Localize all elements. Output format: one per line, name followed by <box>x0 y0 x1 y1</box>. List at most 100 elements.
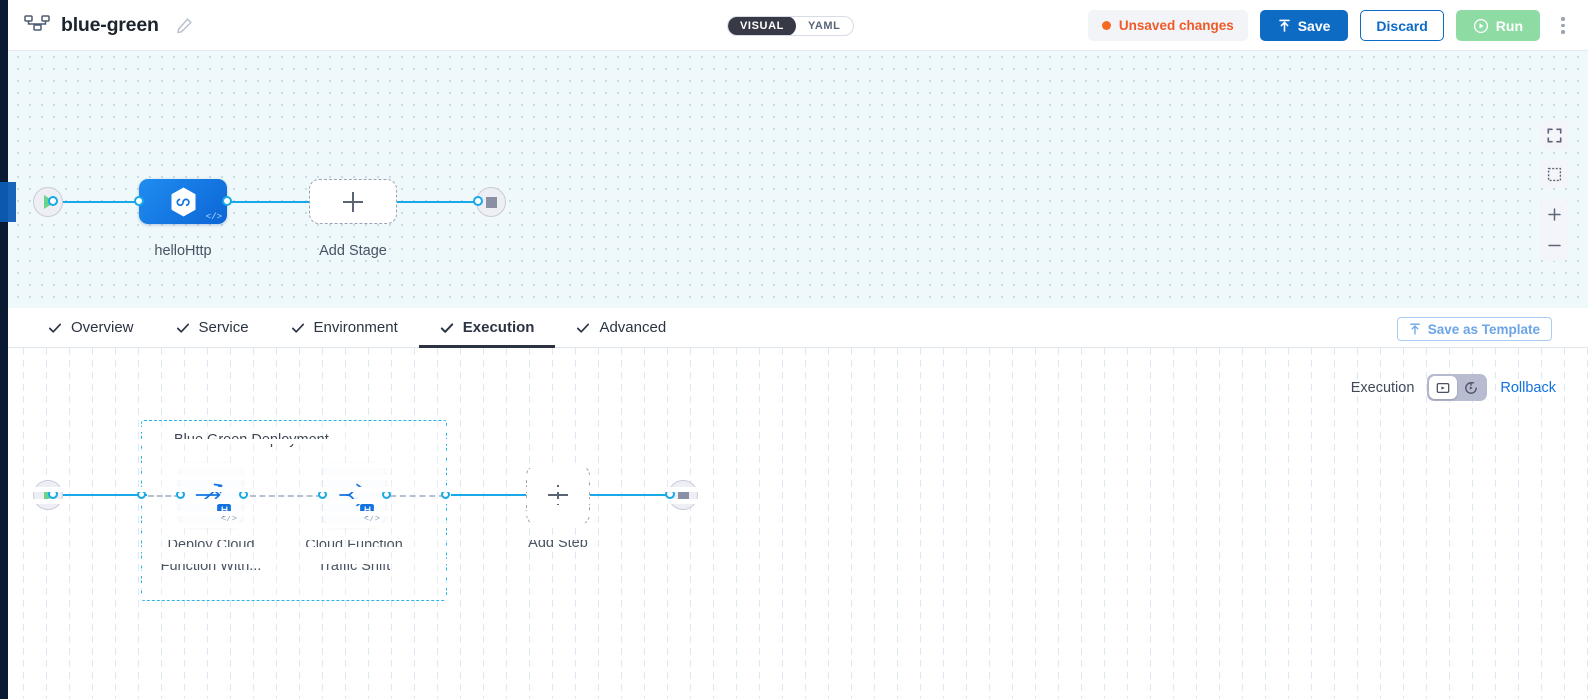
upload-icon <box>1278 19 1291 32</box>
discard-button[interactable]: Discard <box>1360 10 1444 41</box>
code-badge-icon: </> <box>363 514 380 524</box>
step-label-deploy-cloud-function: Deploy Cloud Function With... <box>160 537 262 574</box>
canvas-controls <box>1540 121 1568 261</box>
view-mode-toggle[interactable]: VISUAL YAML <box>727 16 854 36</box>
deploy-cloud-function-icon <box>194 480 228 510</box>
edge-addstage-to-end <box>392 201 482 204</box>
check-icon <box>48 321 62 335</box>
add-step-label: Add Step <box>528 535 588 551</box>
code-badge-icon: </> <box>205 212 222 222</box>
rollback-view-icon[interactable] <box>1457 376 1485 399</box>
stage-label-hellohttp: helloHttp <box>154 243 212 259</box>
check-icon <box>176 321 190 335</box>
discard-button-label: Discard <box>1376 17 1428 34</box>
view-mode-visual[interactable]: VISUAL <box>728 17 796 35</box>
add-step-button[interactable] <box>526 464 590 526</box>
tab-overview-label: Overview <box>71 319 134 336</box>
save-as-template-button[interactable]: Save as Template <box>1396 317 1552 341</box>
execution-step-canvas[interactable]: Blue Green Deployment <box>0 348 1588 699</box>
zoom-to-selection-icon[interactable] <box>1540 160 1568 188</box>
edge-group-to-step1 <box>148 495 180 497</box>
tab-advanced[interactable]: Advanced <box>555 308 687 348</box>
edge-step1-to-step2 <box>250 495 322 497</box>
stage-output-port[interactable] <box>222 196 232 206</box>
pencil-icon[interactable] <box>170 17 193 34</box>
edge-group-to-addstep <box>451 494 526 497</box>
group-output-port[interactable] <box>441 490 450 499</box>
execution-end-port[interactable] <box>665 489 675 499</box>
config-tab-bar: Overview Service Environment Execution <box>0 308 1588 348</box>
plugin-hexagon-icon <box>360 501 374 517</box>
left-nav-rail <box>0 0 8 699</box>
fit-screen-icon[interactable] <box>1540 121 1568 149</box>
tab-advanced-label: Advanced <box>599 319 667 336</box>
kebab-menu-icon[interactable] <box>1552 11 1574 41</box>
save-button[interactable]: Save <box>1259 10 1349 41</box>
plugin-hexagon-icon <box>217 501 231 517</box>
zoom-in-icon[interactable] <box>1540 199 1568 230</box>
start-node-port[interactable] <box>48 196 58 206</box>
end-node-port[interactable] <box>473 196 483 206</box>
stage-canvas[interactable]: </> helloHttp Add Stage <box>0 51 1588 308</box>
edge-stage-to-addstage <box>226 201 316 204</box>
header-left-group: blue-green <box>0 14 193 37</box>
page-title: blue-green <box>61 13 159 36</box>
run-button-label: Run <box>1495 17 1523 34</box>
rollback-link[interactable]: Rollback <box>1500 379 1556 396</box>
edge-start-to-stage <box>54 201 146 204</box>
step-node-deploy-cloud-function[interactable]: </> <box>180 464 242 526</box>
tab-environment-label: Environment <box>313 319 398 336</box>
header-actions: Unsaved changes Save Discard <box>1087 0 1574 51</box>
check-icon <box>291 321 305 335</box>
save-button-label: Save <box>1297 17 1331 34</box>
group-input-port[interactable] <box>137 490 146 499</box>
check-icon <box>440 321 454 335</box>
unsaved-dot-icon <box>1101 21 1111 30</box>
execution-start-port[interactable] <box>48 489 58 499</box>
edge-start-to-group <box>54 494 147 497</box>
app-header: blue-green VISUAL YAML Unsaved changes <box>0 0 1588 51</box>
upload-template-icon <box>1409 323 1421 335</box>
edge-addstep-to-end <box>590 494 670 497</box>
add-stage-button[interactable] <box>309 179 397 224</box>
unsaved-changes-label: Unsaved changes <box>1118 18 1234 33</box>
stage-group-title: Blue Green Deployment <box>154 432 329 448</box>
zoom-out-icon[interactable] <box>1540 230 1568 261</box>
traffic-shift-icon <box>337 480 371 510</box>
pipeline-nodes-icon <box>24 14 50 36</box>
stage-input-port[interactable] <box>134 196 144 206</box>
play-circle-icon <box>1473 18 1489 34</box>
tab-overview[interactable]: Overview <box>27 308 155 348</box>
execution-rollback-toggle[interactable] <box>1427 374 1488 401</box>
execution-view-icon[interactable] <box>1429 376 1458 399</box>
tab-execution-label: Execution <box>462 319 535 336</box>
execution-toolbar-label: Execution <box>1350 379 1415 396</box>
step1-output-port[interactable] <box>239 490 248 499</box>
plus-icon <box>343 191 363 212</box>
tab-list: Overview Service Environment Execution <box>0 308 687 348</box>
tab-execution[interactable]: Execution <box>418 308 556 348</box>
stage-group-title-label: Blue Green Deployment <box>174 432 329 448</box>
step2-input-port[interactable] <box>318 490 327 499</box>
step2-output-port[interactable] <box>382 490 391 499</box>
step-node-traffic-shift[interactable]: </> <box>323 464 385 526</box>
step-label-traffic-shift: Cloud Function Traffic Shift <box>305 537 403 574</box>
tab-environment[interactable]: Environment <box>270 308 419 348</box>
edge-step2-to-groupout <box>390 495 445 497</box>
execution-toolbar: Execution Rollback <box>1351 374 1556 401</box>
zoom-controls-group <box>1540 199 1568 261</box>
left-rail-active-indicator <box>0 182 16 222</box>
tab-service[interactable]: Service <box>155 308 270 348</box>
collapse-dash-icon[interactable] <box>154 438 167 442</box>
check-icon <box>576 321 590 335</box>
unsaved-changes-badge: Unsaved changes <box>1087 10 1248 41</box>
view-mode-yaml[interactable]: YAML <box>807 20 841 32</box>
plus-icon <box>548 485 568 505</box>
stage-node-hellohttp[interactable]: </> <box>139 179 227 224</box>
save-as-template-label: Save as Template <box>1427 321 1540 337</box>
step1-input-port[interactable] <box>176 490 185 499</box>
run-button[interactable]: Run <box>1455 10 1540 41</box>
code-badge-icon: </> <box>220 514 237 524</box>
add-stage-label: Add Stage <box>319 243 387 259</box>
